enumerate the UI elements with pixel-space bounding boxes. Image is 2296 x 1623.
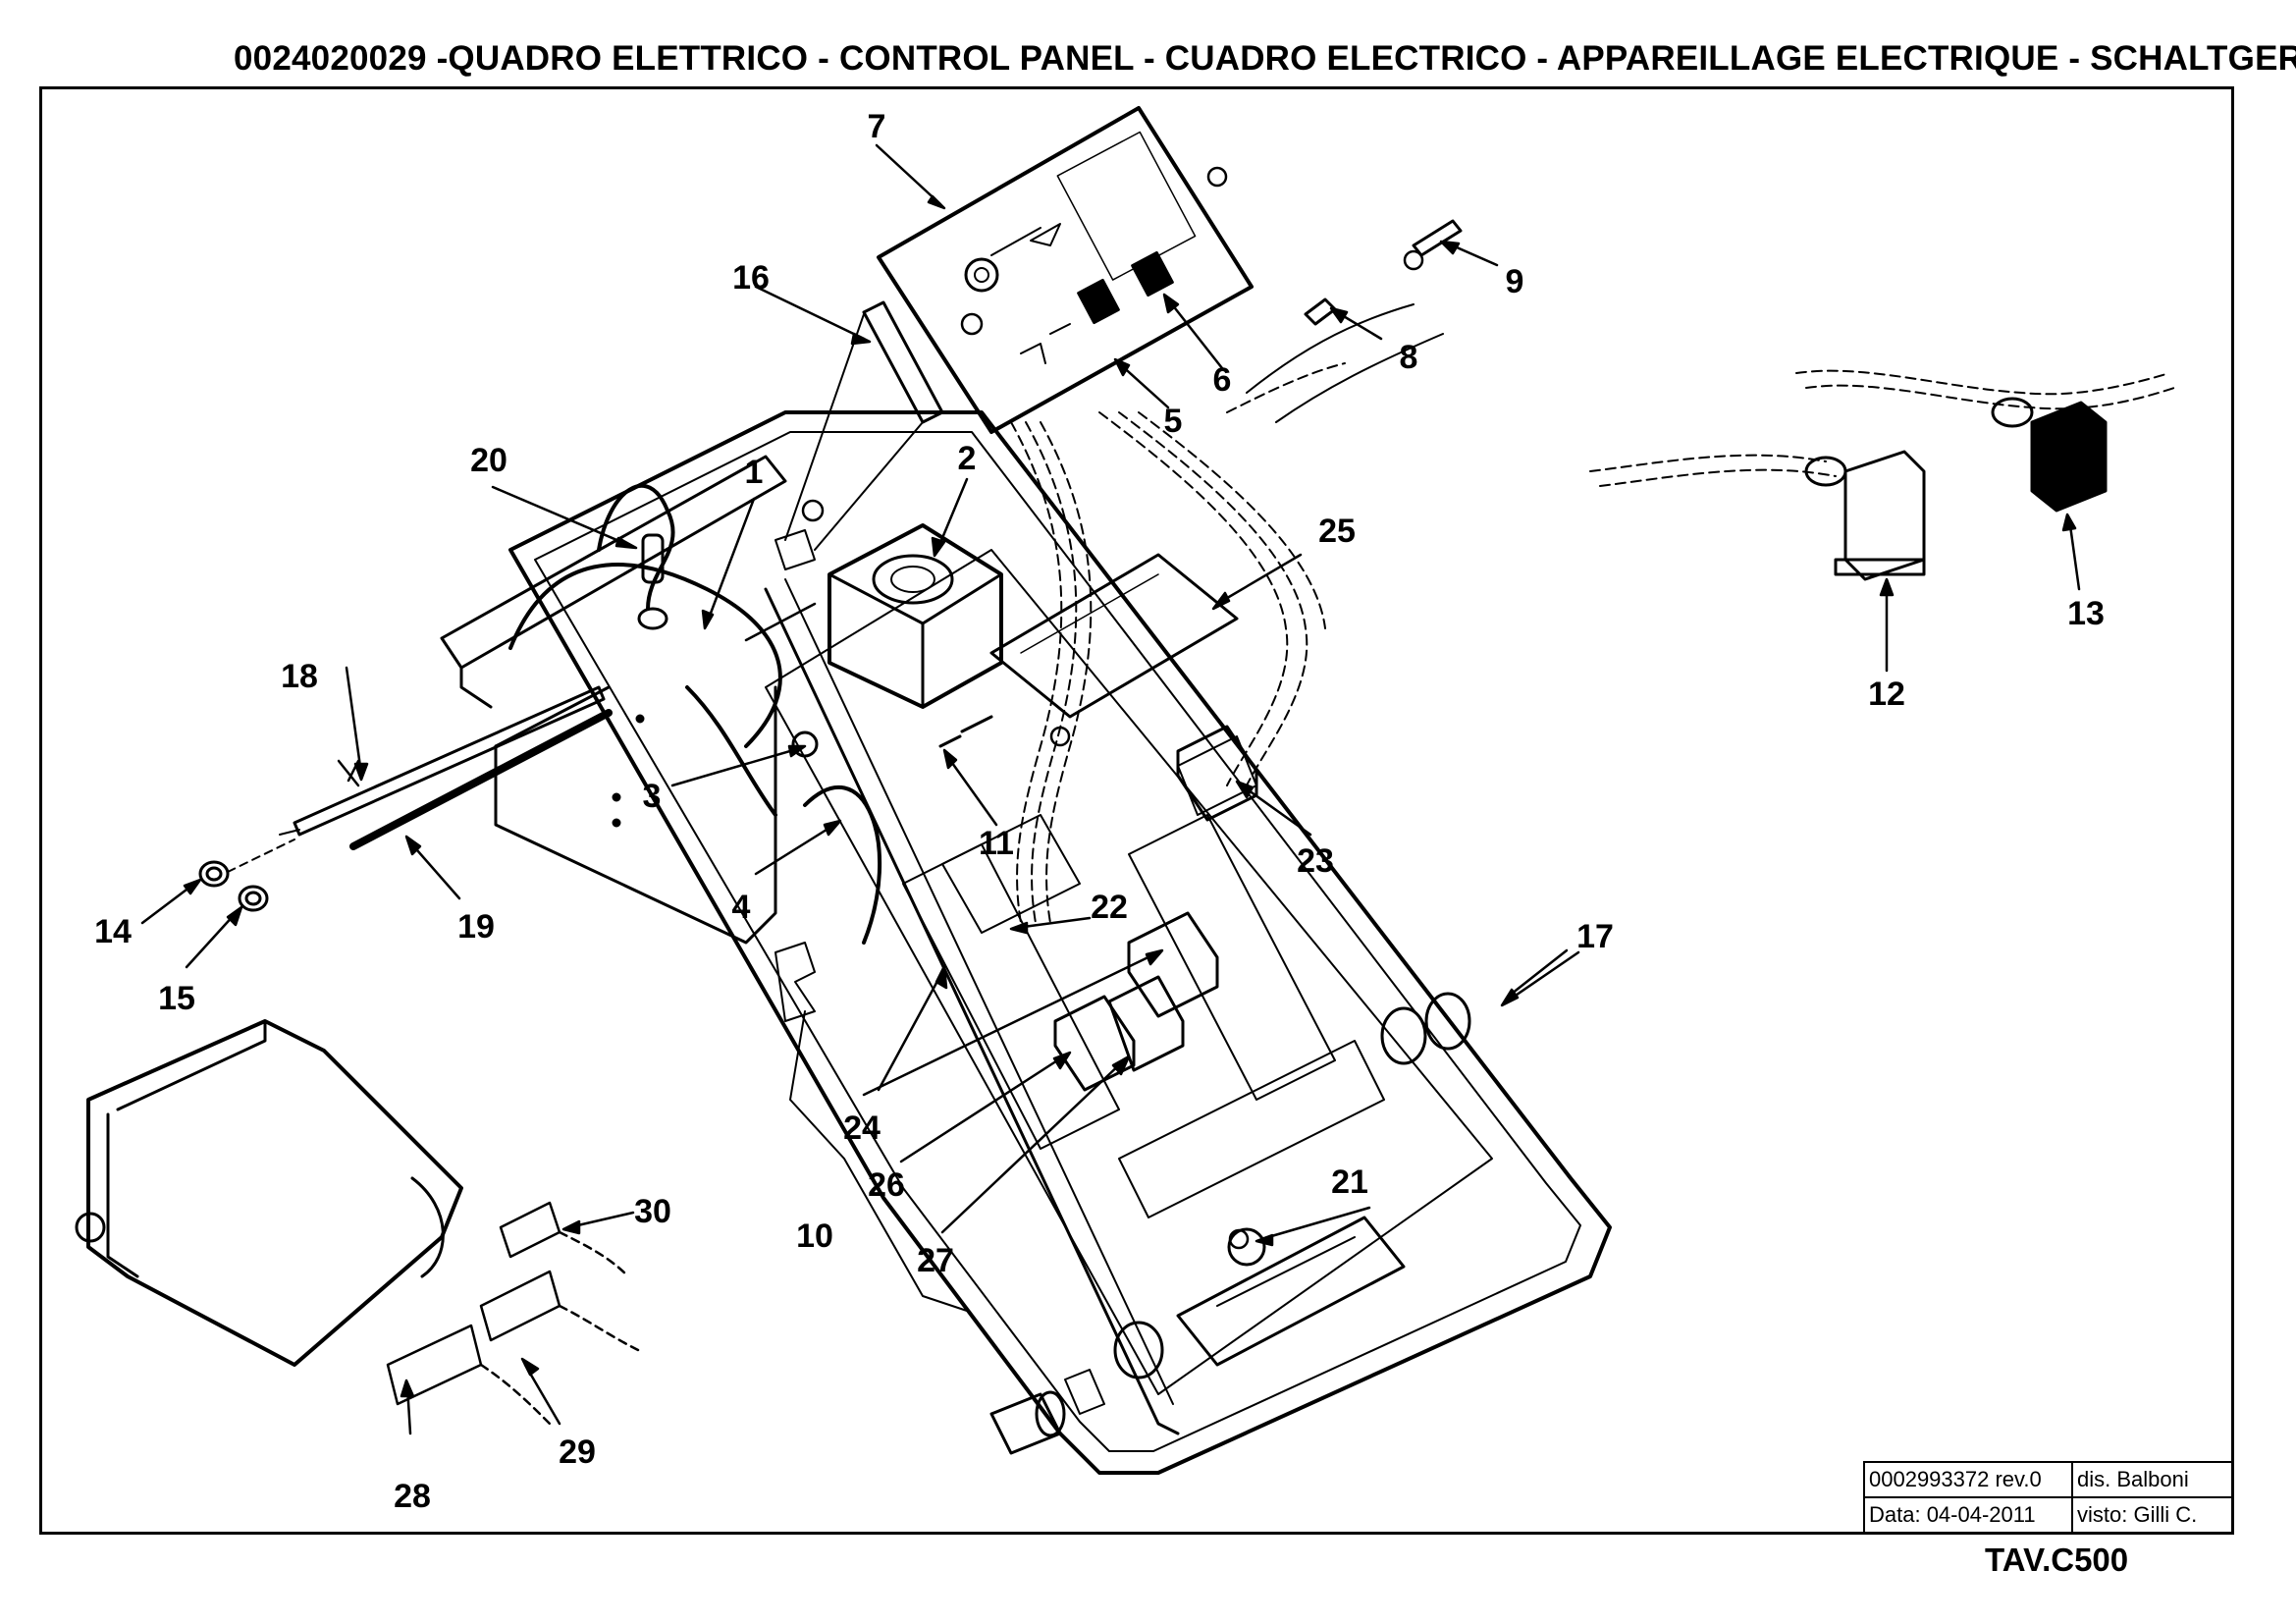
callout-19: 19 <box>457 908 495 946</box>
callout-14: 14 <box>94 913 132 950</box>
callout-20: 20 <box>470 442 507 479</box>
callout-24: 24 <box>843 1109 881 1147</box>
callout-17: 17 <box>1576 918 1614 955</box>
callout-3: 3 <box>643 778 662 815</box>
title-block-row: Data: 04-04-2011 visto: Gilli C. <box>1865 1498 2233 1534</box>
callout-12: 12 <box>1868 676 1905 713</box>
drawing-frame <box>39 86 2234 1535</box>
page-title: 0024020029 -QUADRO ELETTRICO - CONTROL P… <box>234 39 2296 78</box>
cable-bundle <box>1010 362 2175 924</box>
callout-21: 21 <box>1331 1163 1368 1201</box>
probes <box>279 685 613 850</box>
callout-13: 13 <box>2067 595 2105 632</box>
title-block-row: 0002993372 rev.0 dis. Balboni <box>1865 1463 2233 1498</box>
callout-25: 25 <box>1318 513 1356 550</box>
callout-11: 11 <box>979 825 1014 862</box>
leader-lines <box>140 143 2081 1435</box>
bracket <box>774 300 944 570</box>
callout-18: 18 <box>281 658 318 695</box>
wiring <box>508 303 1444 945</box>
callout-29: 29 <box>559 1434 596 1471</box>
callout-28: 28 <box>394 1478 431 1515</box>
drawing-date: Data: 04-04-2011 <box>1865 1498 2073 1534</box>
terminal-strips <box>902 735 1385 1218</box>
enclosure-base <box>440 410 1612 1475</box>
drawn-by: dis. Balboni <box>2077 1467 2189 1491</box>
callout-9: 9 <box>1506 263 1524 300</box>
spare-enclosure-cover <box>75 1019 463 1367</box>
connector-13 <box>1991 397 2108 513</box>
cover-plate <box>1176 1216 1406 1367</box>
screws <box>744 166 1424 1250</box>
grommets <box>791 730 1471 1380</box>
connector-12 <box>1804 450 1926 581</box>
callout-23: 23 <box>1297 842 1334 880</box>
table-reference: TAV.C500 <box>1985 1542 2129 1578</box>
callout-2: 2 <box>958 440 977 477</box>
temperature-sensors <box>1304 219 1463 326</box>
callout-labels: 1 2 3 4 5 6 7 8 9 10 11 12 13 14 15 16 1… <box>94 108 2105 1515</box>
relay-box <box>828 523 1003 709</box>
callout-22: 22 <box>1091 889 1128 926</box>
washers <box>198 839 295 912</box>
callout-16: 16 <box>732 259 770 297</box>
control-panel-board <box>877 106 1254 434</box>
plug-connectors <box>386 1201 640 1426</box>
title-block: 0002993372 rev.0 dis. Balboni Data: 04-0… <box>1863 1461 2233 1534</box>
callout-6: 6 <box>1213 361 1232 399</box>
callout-15: 15 <box>158 980 195 1017</box>
callout-4: 4 <box>732 889 751 926</box>
callout-5: 5 <box>1164 403 1183 440</box>
fuse-cover <box>989 553 1239 719</box>
checked-by: visto: Gilli C. <box>2077 1502 2198 1527</box>
drawing-code: 0002993372 rev.0 <box>1865 1463 2073 1496</box>
fuse-holder <box>637 533 668 630</box>
cable-gland <box>989 1390 1066 1455</box>
callout-7: 7 <box>868 108 886 145</box>
transformer-box <box>494 685 777 945</box>
callout-8: 8 <box>1400 339 1418 376</box>
callout-26: 26 <box>868 1166 905 1204</box>
callout-27: 27 <box>917 1242 954 1279</box>
callout-1: 1 <box>745 454 764 491</box>
callout-10: 10 <box>796 1217 833 1255</box>
callout-30: 30 <box>634 1193 671 1230</box>
